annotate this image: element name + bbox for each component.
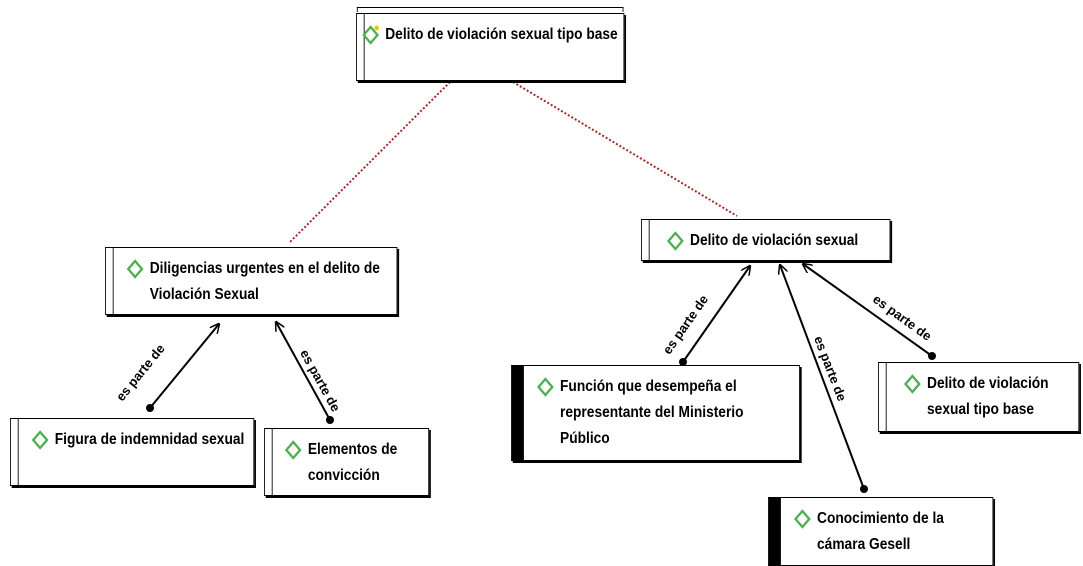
node-delito-base-label: Delito de violación sexual tipo base xyxy=(927,375,1049,418)
node-diligencias[interactable]: Diligencias urgentes en el delito de Vio… xyxy=(105,247,398,315)
arrow-tail-delito-base xyxy=(928,352,936,360)
node-elementos[interactable]: Elementos de convicción xyxy=(264,428,430,496)
node-side-bar xyxy=(768,498,781,565)
root-node-top-tab xyxy=(356,7,624,12)
node-side-bar xyxy=(11,419,19,485)
green-diamond-icon xyxy=(362,25,380,54)
node-side-bar xyxy=(642,220,650,260)
node-funcion-label: Función que desempeña el representante d… xyxy=(560,378,744,447)
node-figura-label: Figura de indemnidad sexual xyxy=(54,431,245,448)
green-diamond-icon xyxy=(284,440,302,469)
node-delito-violacion[interactable]: Delito de violación sexual xyxy=(641,219,891,261)
node-side-bar xyxy=(879,363,887,431)
node-side-bar xyxy=(357,14,365,80)
arrow-delito-base-delito xyxy=(803,264,933,357)
arrow-tail-elementos xyxy=(326,416,334,424)
node-delito-violacion-label: Delito de violación sexual xyxy=(690,232,859,249)
arrow-conocimiento-delito xyxy=(780,265,865,490)
green-diamond-icon xyxy=(126,259,144,288)
node-elementos-label: Elementos de convicción xyxy=(307,441,398,484)
arrow-tail-conocimiento xyxy=(860,485,868,493)
arrow-tail-funcion xyxy=(679,358,687,366)
node-root[interactable]: Delito de violación sexual tipo base xyxy=(356,7,625,81)
green-diamond-icon xyxy=(666,231,684,260)
green-diamond-icon xyxy=(536,377,554,406)
node-conocimiento-label: Conocimiento de la cámara Gesell xyxy=(817,510,944,553)
green-diamond-icon xyxy=(31,430,49,459)
node-root-label: Delito de violación sexual tipo base xyxy=(385,26,618,43)
green-diamond-icon xyxy=(793,509,811,538)
dotted-link-root-diligencias xyxy=(288,81,451,244)
node-side-bar xyxy=(511,366,524,460)
node-figura[interactable]: Figura de indemnidad sexual xyxy=(10,418,255,486)
arrow-tail-figura xyxy=(146,404,154,412)
dotted-link-root-delito-violacion xyxy=(512,81,738,217)
node-delito-base[interactable]: Delito de violación sexual tipo base xyxy=(878,362,1080,432)
arrow-elementos-diligencias xyxy=(276,322,331,421)
arrow-figura-diligencias xyxy=(149,324,219,409)
node-side-bar xyxy=(265,429,273,495)
arrow-funcion-delito xyxy=(682,266,750,363)
node-diligencias-label: Diligencias urgentes en el delito de Vio… xyxy=(149,260,380,303)
node-side-bar xyxy=(106,248,114,314)
node-conocimiento[interactable]: Conocimiento de la cámara Gesell xyxy=(768,497,994,566)
green-diamond-icon xyxy=(903,374,921,403)
node-funcion[interactable]: Función que desempeña el representante d… xyxy=(511,365,800,461)
